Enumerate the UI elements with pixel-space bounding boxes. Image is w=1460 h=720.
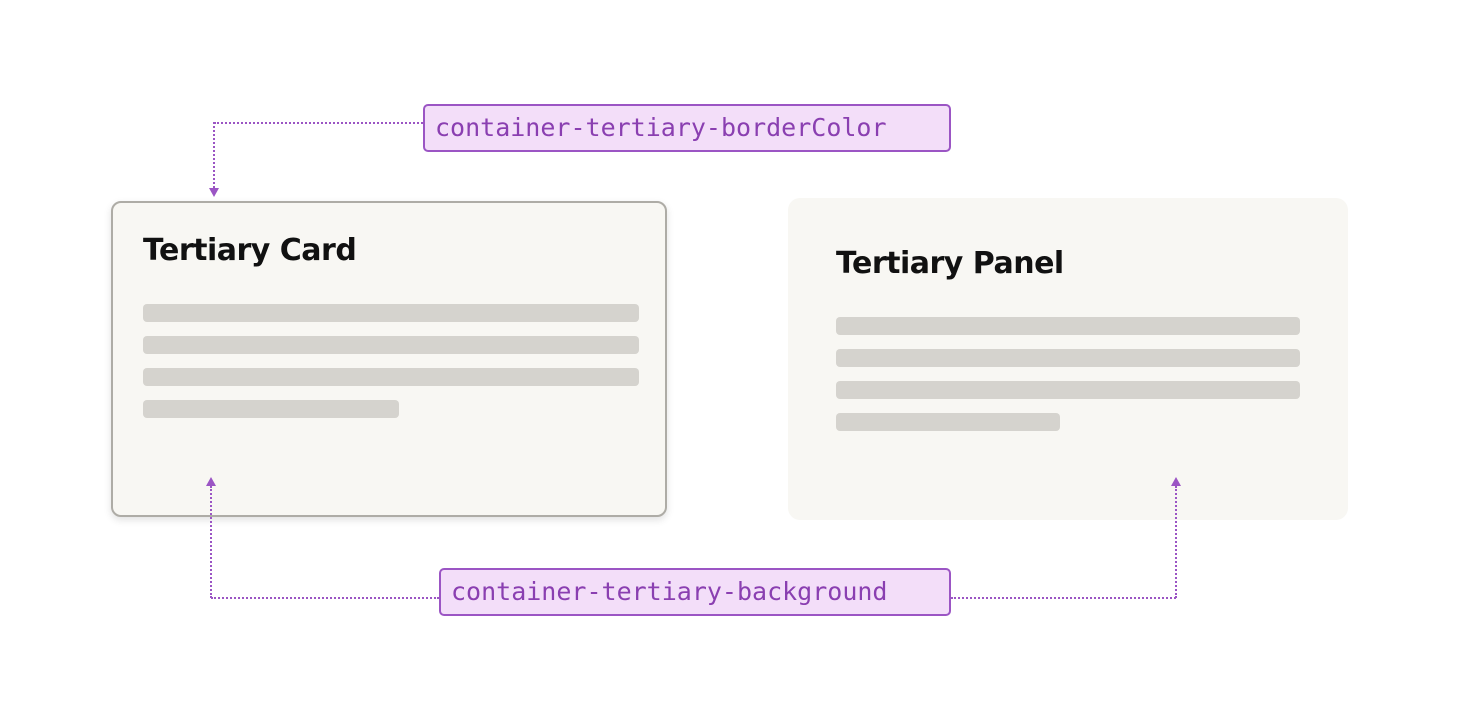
arrow-down-icon	[209, 188, 219, 197]
background-connector-right-vertical	[1175, 486, 1177, 598]
arrow-up-icon	[206, 477, 216, 486]
background-connector-left-vertical	[210, 486, 212, 598]
background-label: container-tertiary-background	[439, 568, 951, 616]
placeholder-line	[143, 304, 639, 322]
placeholder-line	[143, 368, 639, 386]
placeholder-line	[836, 317, 1300, 335]
placeholder-line	[143, 336, 639, 354]
tertiary-card: Tertiary Card	[111, 201, 667, 517]
border-connector-vertical	[213, 122, 215, 188]
panel-title: Tertiary Panel	[836, 246, 1064, 281]
placeholder-line	[836, 349, 1300, 367]
background-connector-right-horizontal	[951, 597, 1176, 599]
placeholder-line	[836, 381, 1300, 399]
placeholder-line-short	[836, 413, 1060, 431]
card-title: Tertiary Card	[143, 233, 357, 268]
arrow-up-icon	[1171, 477, 1181, 486]
border-color-label: container-tertiary-borderColor	[423, 104, 951, 152]
tertiary-panel: Tertiary Panel	[788, 198, 1348, 520]
placeholder-line-short	[143, 400, 399, 418]
background-connector-left-horizontal	[211, 597, 439, 599]
border-connector-horizontal	[214, 122, 423, 124]
